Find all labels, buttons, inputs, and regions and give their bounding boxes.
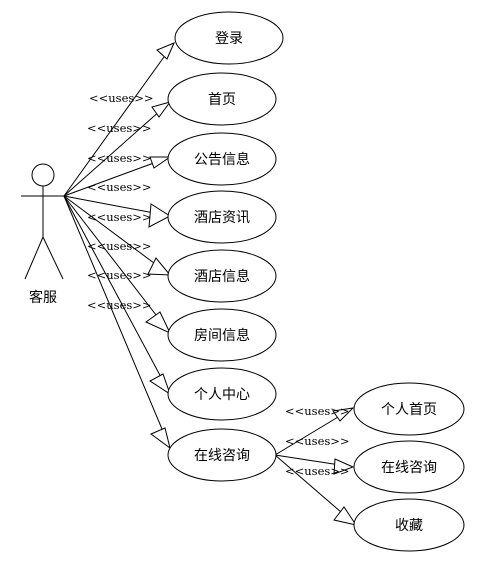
actor-label: 客服 (29, 289, 57, 306)
sub-assoc-arrow-personal-home (332, 407, 355, 422)
assoc-arrow-hotel-news (148, 203, 172, 228)
actor-customer-service: 客服 (21, 163, 64, 306)
assoc-arrow-login (156, 42, 175, 60)
use-case-label: 酒店资讯 (194, 210, 250, 226)
use-case-label: 个人首页 (381, 402, 437, 418)
use-case-label: 公告信息 (194, 151, 250, 168)
use-case-favorites: 收藏 (353, 498, 465, 552)
actor-associations: <<uses>> <<uses>> <<uses>> <<uses>> <<us… (63, 42, 175, 450)
use-case-login: 登录 (174, 11, 284, 65)
assoc-label-login: <<uses>> (89, 91, 154, 105)
use-case-room-info: 房间信息 (167, 308, 277, 362)
use-case-label: 在线咨询 (194, 448, 250, 464)
sub-assoc-arrow-favorites (333, 506, 358, 526)
assoc-arrow-online-consult (150, 427, 171, 450)
assoc-arrow-room-info (145, 311, 172, 335)
assoc-label-personal-center: <<uses>> (87, 268, 152, 282)
assoc-line-personal-center (63, 195, 171, 395)
use-case-home: 首页 (167, 72, 277, 126)
assoc-line-login (63, 42, 175, 197)
use-case-label: 酒店信息 (194, 268, 250, 285)
assoc-line-online-consult (63, 195, 171, 449)
use-case-sub-online-consult: 在线咨询 (353, 440, 465, 494)
assoc-label-hotel-news: <<uses>> (87, 180, 152, 194)
assoc-line-hotel-info (63, 195, 171, 276)
assoc-arrow-personal-center (149, 373, 171, 396)
assoc-label-online-consult: <<uses>> (87, 298, 152, 312)
consult-associations: <<uses>> <<uses>> <<uses>> (274, 404, 358, 526)
assoc-line-room-info (63, 195, 171, 334)
use-case-personal-center: 个人中心 (167, 367, 277, 421)
use-case-label: 在线咨询 (381, 460, 437, 476)
use-case-hotel-news: 酒店资讯 (167, 190, 277, 244)
sub-assoc-label-favorites: <<uses>> (285, 464, 350, 478)
use-case-personal-home: 个人首页 (353, 382, 465, 436)
assoc-label-room-info: <<uses>> (87, 239, 152, 253)
use-case-online-consult: 在线咨询 (167, 428, 277, 482)
sub-assoc-label-online-consult: <<uses>> (285, 434, 350, 448)
use-case-label: 收藏 (395, 518, 423, 534)
sub-assoc-label-personal-home: <<uses>> (285, 404, 350, 418)
assoc-label-notice: <<uses>> (87, 151, 152, 165)
assoc-arrow-home (151, 101, 172, 118)
assoc-label-home: <<uses>> (87, 121, 152, 135)
use-case-label: 房间信息 (194, 327, 250, 344)
assoc-arrow-notice (149, 156, 172, 169)
use-case-label: 登录 (215, 31, 243, 47)
assoc-arrow-hotel-info (147, 257, 172, 276)
sub-assoc-arrow-online-consult (333, 458, 355, 475)
use-case-label: 个人中心 (194, 387, 250, 403)
use-case-hotel-info: 酒店信息 (167, 249, 277, 303)
assoc-line-home (63, 101, 171, 197)
use-case-notice: 公告信息 (167, 132, 277, 186)
use-case-label: 首页 (208, 92, 236, 108)
assoc-label-hotel-info: <<uses>> (87, 210, 152, 224)
